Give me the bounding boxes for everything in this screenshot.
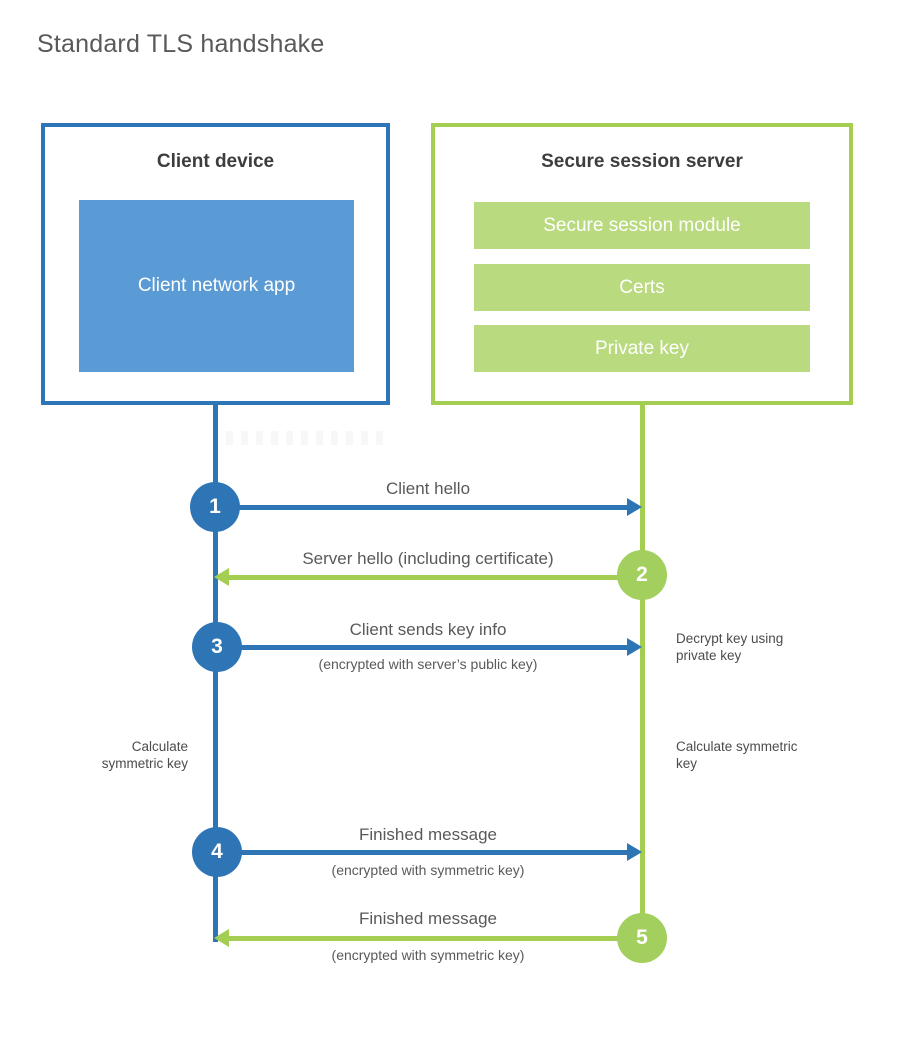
client-network-app-label: Client network app: [137, 275, 296, 297]
arrow-label-step2: Server hello (including certificate): [302, 549, 554, 568]
server-module-bar: Certs: [474, 264, 810, 311]
step-number: 4: [211, 840, 223, 863]
arrow-sublabel-step5: (encrypted with symmetric key): [331, 947, 525, 963]
server-module-bar: Secure session module: [474, 202, 810, 249]
message-arrow-step4: [217, 850, 628, 855]
note-calculate-symmetric-key-right: Calculate symmetric key: [676, 739, 798, 771]
step-number: 1: [209, 495, 221, 518]
client-device-box: Client device Client network app: [41, 123, 390, 405]
message-arrow-step3: [217, 645, 628, 650]
message-arrow-step2: [229, 575, 642, 580]
step-number: 3: [211, 635, 223, 658]
message-arrow-step1: [215, 505, 628, 510]
arrow-label-step5: Finished message: [359, 909, 497, 928]
arrow-label-step4: Finished message: [359, 825, 497, 844]
server-module-bar: Private key: [474, 325, 810, 372]
step-circle-4: 4: [192, 827, 242, 877]
page-title: Standard TLS handshake: [37, 30, 325, 58]
arrow-sublabel-step4: (encrypted with symmetric key): [331, 862, 525, 878]
server-lifeline: [640, 405, 645, 957]
arrow-sublabel-step3: (encrypted with server’s public key): [318, 656, 538, 672]
step-circle-5: 5: [617, 913, 667, 963]
faint-watermark-artifact: [226, 431, 388, 445]
arrow-label-step1: Client hello: [385, 479, 471, 498]
client-lifeline: [213, 405, 218, 942]
step-circle-2: 2: [617, 550, 667, 600]
arrowhead-right-icon: [627, 638, 642, 656]
client-device-title: Client device: [156, 151, 275, 172]
message-arrow-step5: [229, 936, 642, 941]
step-number: 2: [636, 563, 648, 586]
note-calculate-symmetric-key-left: Calculate symmetric key: [101, 739, 188, 771]
step-circle-1: 1: [190, 482, 240, 532]
arrowhead-left-icon: [214, 568, 229, 586]
arrowhead-left-icon: [214, 929, 229, 947]
step-circle-3: 3: [192, 622, 242, 672]
step-number: 5: [636, 926, 648, 949]
arrow-label-step3: Client sends key info: [349, 620, 507, 639]
note-decrypt-key: Decrypt key using private key: [676, 631, 784, 663]
arrowhead-right-icon: [627, 843, 642, 861]
client-network-app-box: Client network app: [79, 200, 354, 372]
secure-session-server-title: Secure session server: [541, 151, 743, 172]
arrowhead-right-icon: [627, 498, 642, 516]
secure-session-server-box: Secure session server Secure session mod…: [431, 123, 853, 405]
